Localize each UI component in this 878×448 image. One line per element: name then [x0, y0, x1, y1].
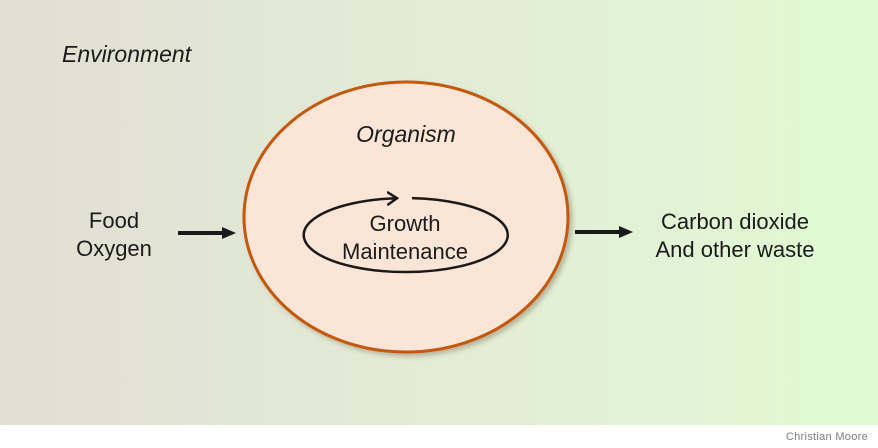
output-label: Carbon dioxide And other waste [655, 209, 815, 262]
organism-ellipse [242, 80, 570, 354]
environment-label: Environment [62, 41, 192, 67]
cycle-label: Growth Maintenance [342, 211, 468, 264]
diagram-shapes [178, 80, 633, 354]
growth-maintenance-cycle-arrow [302, 198, 509, 274]
organism-label: Organism [356, 121, 456, 147]
credit-bar: Christian Moore [0, 425, 878, 448]
author-credit: Christian Moore [785, 430, 868, 443]
slide-background: Environment Organism Food Oxygen Growth … [0, 0, 878, 425]
input-label: Food Oxygen [76, 208, 152, 261]
